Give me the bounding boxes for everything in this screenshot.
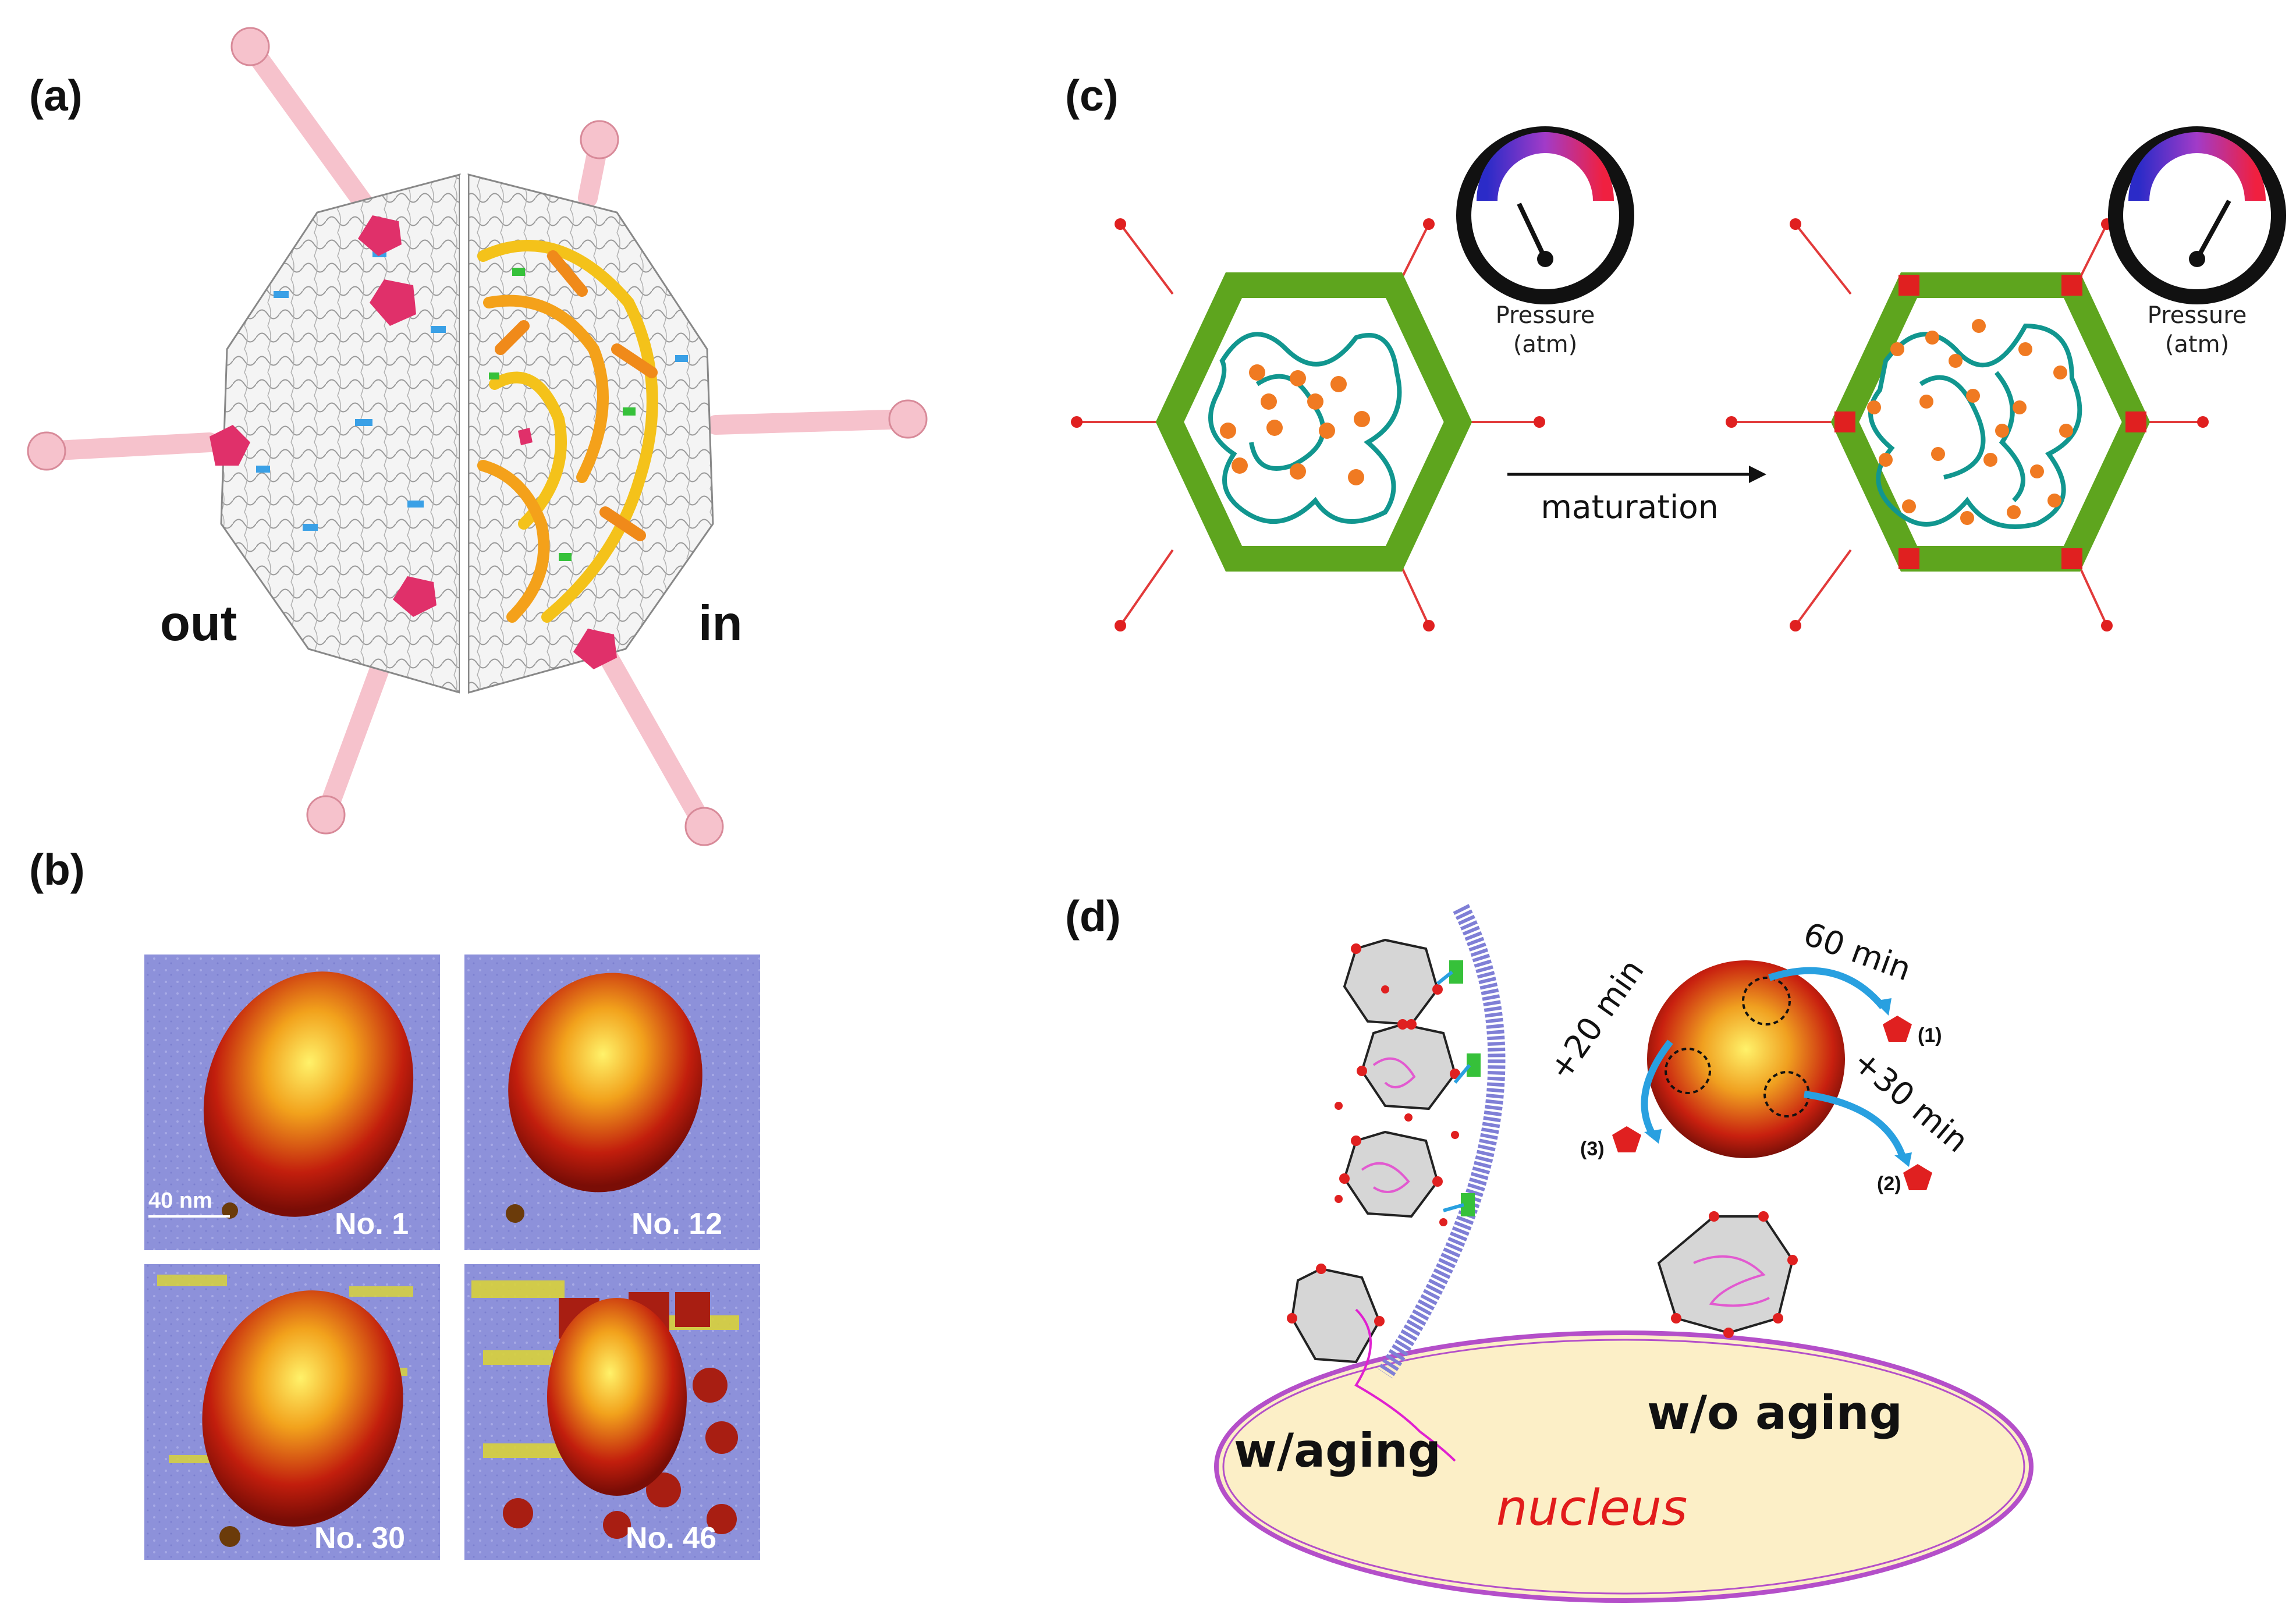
capsid-outer-half [220, 173, 461, 694]
step-3-label: (3) [1580, 1138, 1605, 1160]
afm-frame-12: No. 12 [464, 955, 760, 1250]
panel-a: (a) out in [27, 27, 928, 846]
panel-c-label: (c) [1065, 71, 1119, 120]
afm-frame-1: 40 nm No. 1 [144, 955, 440, 1250]
uncoating-capsid [1647, 960, 1845, 1158]
step-1-label: (1) [1918, 1024, 1942, 1046]
intact-capsid [1657, 1211, 1798, 1338]
panel-d: (d) nucleus [1065, 892, 2034, 1603]
gauge-title: Pressure [1496, 302, 1595, 329]
pressure-gauge-high: Pressure (atm) [2108, 126, 2286, 358]
interior-green-bits [489, 268, 636, 561]
frame-1-label: No. 1 [335, 1207, 409, 1241]
scale-bar-label: 40 nm [148, 1188, 212, 1213]
panel-c: (c) [1065, 71, 2286, 631]
frame-30-label: No. 30 [314, 1521, 405, 1555]
panel-b-label: (b) [29, 845, 85, 894]
time-30-label: +30 min [1846, 1042, 1976, 1160]
frame-12-label: No. 12 [631, 1207, 722, 1241]
with-aging-label: w/aging [1234, 1424, 1441, 1478]
in-label: in [698, 596, 743, 651]
out-label: out [160, 596, 237, 651]
capsid-transport [1290, 938, 1457, 1364]
penton-bases [210, 215, 617, 669]
panel-a-label: (a) [29, 71, 83, 120]
gauge-unit-2: (atm) [2165, 331, 2229, 358]
maturation-label: maturation [1541, 488, 1718, 526]
without-aging-label: w/o aging [1647, 1386, 1903, 1440]
fiber-knobs [27, 27, 928, 846]
panel-d-label: (d) [1065, 892, 1121, 941]
immature-capsid [1071, 218, 1545, 631]
nucleus-label: nucleus [1496, 1479, 1688, 1537]
step-2-label: (2) [1877, 1173, 1901, 1195]
mature-capsid [1726, 218, 2209, 631]
afm-frame-46: No. 46 [464, 1264, 760, 1560]
frame-46-label: No. 46 [626, 1521, 716, 1555]
dna-release [1354, 1308, 1456, 1462]
gauge-unit: (atm) [1513, 331, 1577, 358]
interior-proteins [477, 240, 658, 623]
gauge-title-2: Pressure [2148, 302, 2247, 329]
pressure-gauge-low: Pressure (atm) [1456, 126, 1634, 358]
panel-b: (b) 40 nm No. 1 No. 12 No. 3 [29, 845, 760, 1560]
time-20-label: +20 min [1541, 952, 1651, 1087]
time-60-label: 60 min [1799, 915, 1917, 988]
afm-frame-30: No. 30 [144, 1264, 440, 1560]
nucleus [1214, 1330, 2034, 1603]
